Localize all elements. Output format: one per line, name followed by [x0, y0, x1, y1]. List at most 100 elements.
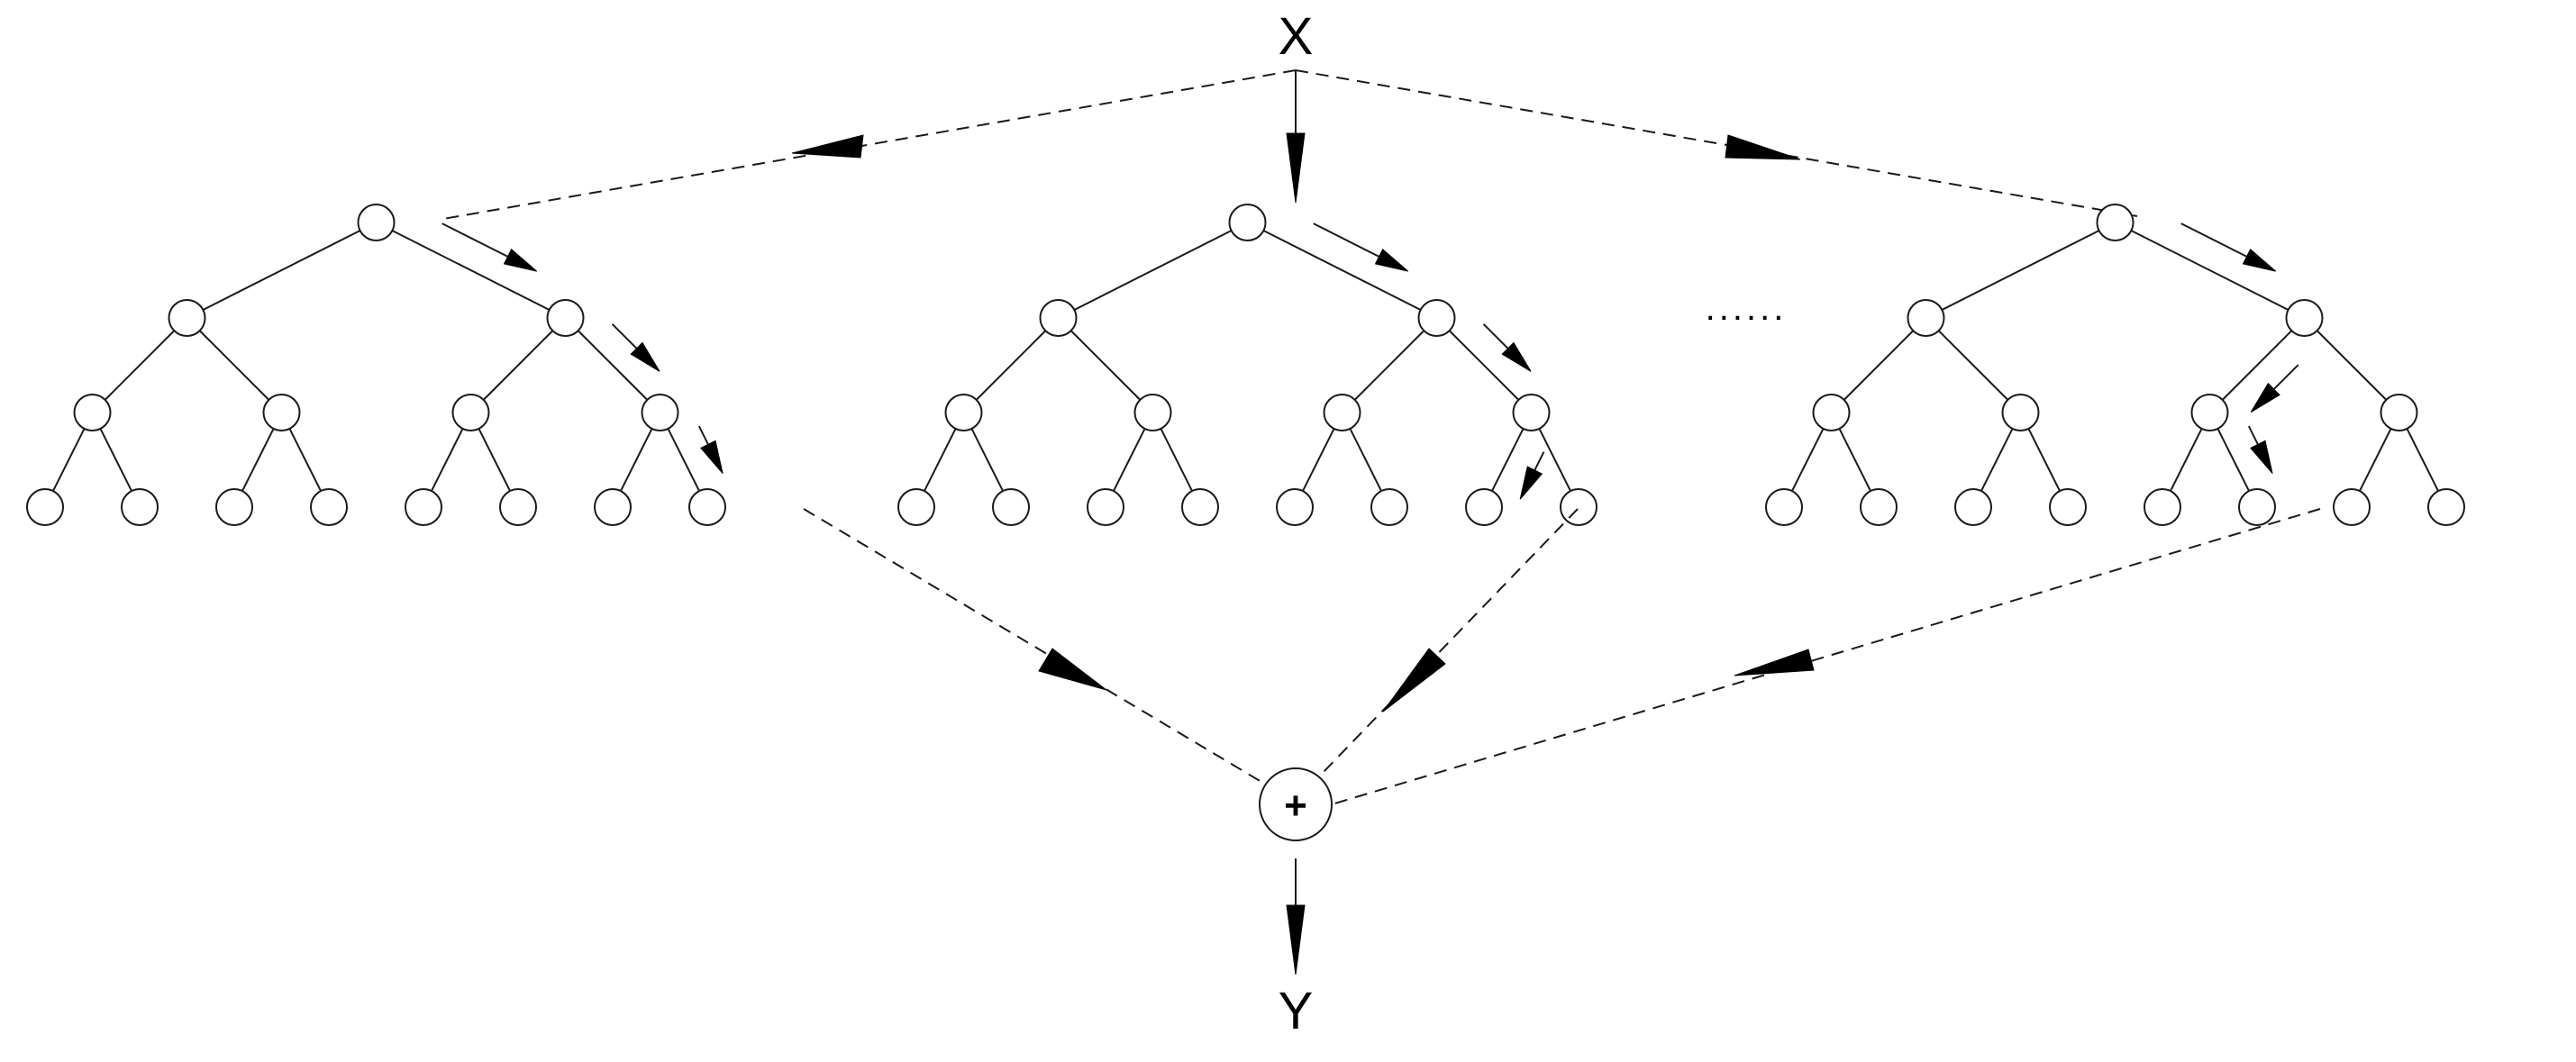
tree-1-node — [451, 394, 490, 431]
tree-1-path-arrow-icon — [611, 323, 660, 372]
tree-1-leaf-node — [499, 488, 537, 526]
tree-1-path-arrow-icon — [441, 222, 538, 272]
tree-2-edge — [1302, 428, 1335, 492]
tree-1-edge — [99, 428, 132, 492]
tree-1-edge — [391, 230, 551, 311]
tree-1-leaf-node — [215, 488, 253, 526]
output-label-y: Y — [1279, 982, 1314, 1040]
tree-3-edge — [2359, 428, 2392, 492]
x-to-tree-1-dashed-line — [442, 69, 1297, 220]
tree-1-leaf-to-sum-dashed-line — [803, 508, 1262, 783]
tree-2-leaf-node — [1370, 488, 1408, 526]
tree-2-leaf-node — [1181, 488, 1219, 526]
tree-2-edge — [1491, 428, 1525, 492]
tree-1-edge — [198, 330, 270, 401]
tree-1-leaf-node — [594, 488, 632, 526]
tree-1-edge — [104, 330, 176, 401]
tree-2-edge — [1349, 428, 1382, 492]
tree-1-edge — [482, 330, 554, 401]
tree-2-edge — [970, 428, 1004, 492]
ellipsis-more-trees: ...... — [1706, 288, 1788, 328]
tree-1-leaf-node — [121, 488, 159, 526]
tree-1-edge — [241, 428, 275, 492]
tree-1-node — [168, 299, 206, 337]
tree-2-node — [1512, 394, 1551, 431]
tree-1-edge — [202, 230, 361, 311]
tree-3-leaf-node — [2238, 488, 2276, 526]
tree-1-node — [641, 394, 679, 431]
x-to-tree-3-arrow-icon — [1725, 134, 1801, 160]
tree-2-edge — [1262, 230, 1422, 311]
tree-1-edge — [667, 428, 700, 492]
tree-2-leaf-node — [1276, 488, 1314, 526]
tree-3-edge — [1838, 428, 1871, 492]
tree-2-leaf-to-sum-dashed-line — [1320, 508, 1579, 776]
tree-3-edge — [1980, 428, 2014, 492]
tree-2-edge — [1160, 428, 1193, 492]
tree-3-node — [1812, 394, 1851, 431]
tree-2-edge — [975, 330, 1047, 401]
tree-2 — [897, 204, 1597, 526]
tree-2-edge — [1113, 428, 1146, 492]
tree-2-node — [1323, 394, 1361, 431]
input-label-x: X — [1279, 7, 1314, 66]
tree-1-leaf-node — [310, 488, 348, 526]
tree-1-edge — [577, 330, 649, 401]
tree-3-node — [2380, 394, 2418, 431]
tree-3-leaf-node — [2049, 488, 2087, 526]
tree-2-path-arrow-icon — [1482, 323, 1532, 372]
x-to-tree-1-arrow-icon — [791, 134, 864, 159]
tree-3-edge — [1937, 330, 2009, 401]
tree-3 — [1765, 204, 2465, 526]
tree-2-root-node — [1228, 204, 1267, 241]
tree-3-leaf-node — [2333, 488, 2371, 526]
tree-1-node — [546, 299, 585, 337]
tree-2-node — [944, 394, 983, 431]
tree-3-leaf-to-sum-dashed-line — [1331, 508, 2321, 805]
tree-2-leaf-node — [897, 488, 935, 526]
sum-symbol: + — [1284, 784, 1307, 828]
tree-3-node — [1907, 299, 1945, 337]
tree-3-leaf-node — [1860, 488, 1898, 526]
tree-3-edge — [1843, 330, 1915, 401]
tree-2-path-arrow-icon — [1313, 222, 1409, 272]
tree-3-edge — [2130, 230, 2289, 311]
tree-2-edge — [924, 428, 957, 492]
tree-2-edge — [1070, 330, 1142, 401]
x-to-tree-3-dashed-line — [1295, 69, 2138, 217]
tree-3-leaf-node — [2144, 488, 2181, 526]
tree-2-leaf-node — [1465, 488, 1503, 526]
tree-3-path-arrow-icon — [2247, 425, 2273, 474]
tree-2-node — [1417, 299, 1456, 337]
tree-3-edge — [2216, 428, 2250, 492]
tree-3-edge — [2221, 330, 2293, 401]
sum-combiner-node — [1259, 767, 1333, 841]
tree-1-edge — [52, 428, 86, 492]
tree-3-leaf-node — [2427, 488, 2465, 526]
tree-3-edge — [1941, 230, 2100, 311]
output-connections — [803, 508, 2321, 805]
tree-3-leaf-node — [1765, 488, 1803, 526]
tree-2-node — [1039, 299, 1078, 337]
input-connections — [442, 69, 2138, 220]
tree-3-edge — [2316, 330, 2388, 401]
tree-3-node — [2190, 394, 2229, 431]
tree-1-leaf-to-sum-arrow-icon — [1038, 648, 1107, 691]
tree-3-edge — [2170, 428, 2203, 492]
tree-2-edge — [1353, 330, 1425, 401]
trees-group — [26, 204, 2465, 526]
tree-1-leaf-node — [405, 488, 442, 526]
tree-3-root-node — [2096, 204, 2135, 241]
tree-2-edge — [1073, 230, 1233, 311]
tree-1-path-arrow-icon — [697, 425, 724, 474]
tree-2-path-arrow-icon — [1519, 451, 1545, 500]
tree-2-leaf-node — [1087, 488, 1124, 526]
sum-to-y-arrow-icon — [1286, 904, 1306, 976]
tree-3-leaf-node — [1954, 488, 1992, 526]
tree-1 — [26, 204, 726, 526]
tree-1-leaf-node — [26, 488, 64, 526]
tree-1-edge — [431, 428, 464, 492]
tree-1-edge — [620, 428, 653, 492]
tree-1-leaf-node — [688, 488, 726, 526]
